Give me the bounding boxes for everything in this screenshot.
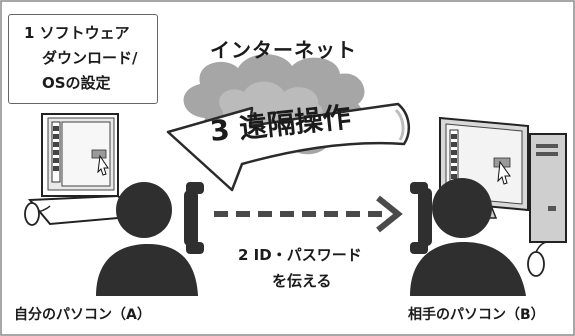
step2-line1: 2 ID・パスワード (238, 246, 362, 264)
step1-line1: 1 ソフトウェア (24, 24, 130, 42)
step1-callout (8, 14, 158, 104)
person-with-phone-icon (410, 178, 526, 296)
curved-arrow-icon (166, 102, 411, 192)
mouse-pointer-icon (497, 160, 511, 185)
mouse-pointer-icon (97, 154, 109, 176)
dashed-arrow-icon (214, 195, 403, 233)
step1-line2: ダウンロード/ (42, 49, 138, 67)
step1-line3: OSの設定 (42, 74, 111, 92)
internet-label: インターネット (210, 38, 357, 62)
laptop-icon (24, 113, 143, 226)
person-with-phone-icon (96, 182, 204, 296)
pc-b-label: 相手のパソコン（B） (408, 307, 545, 323)
step2-line2: を伝える (272, 272, 332, 290)
pc-a-label: 自分のパソコン（A） (14, 307, 151, 323)
